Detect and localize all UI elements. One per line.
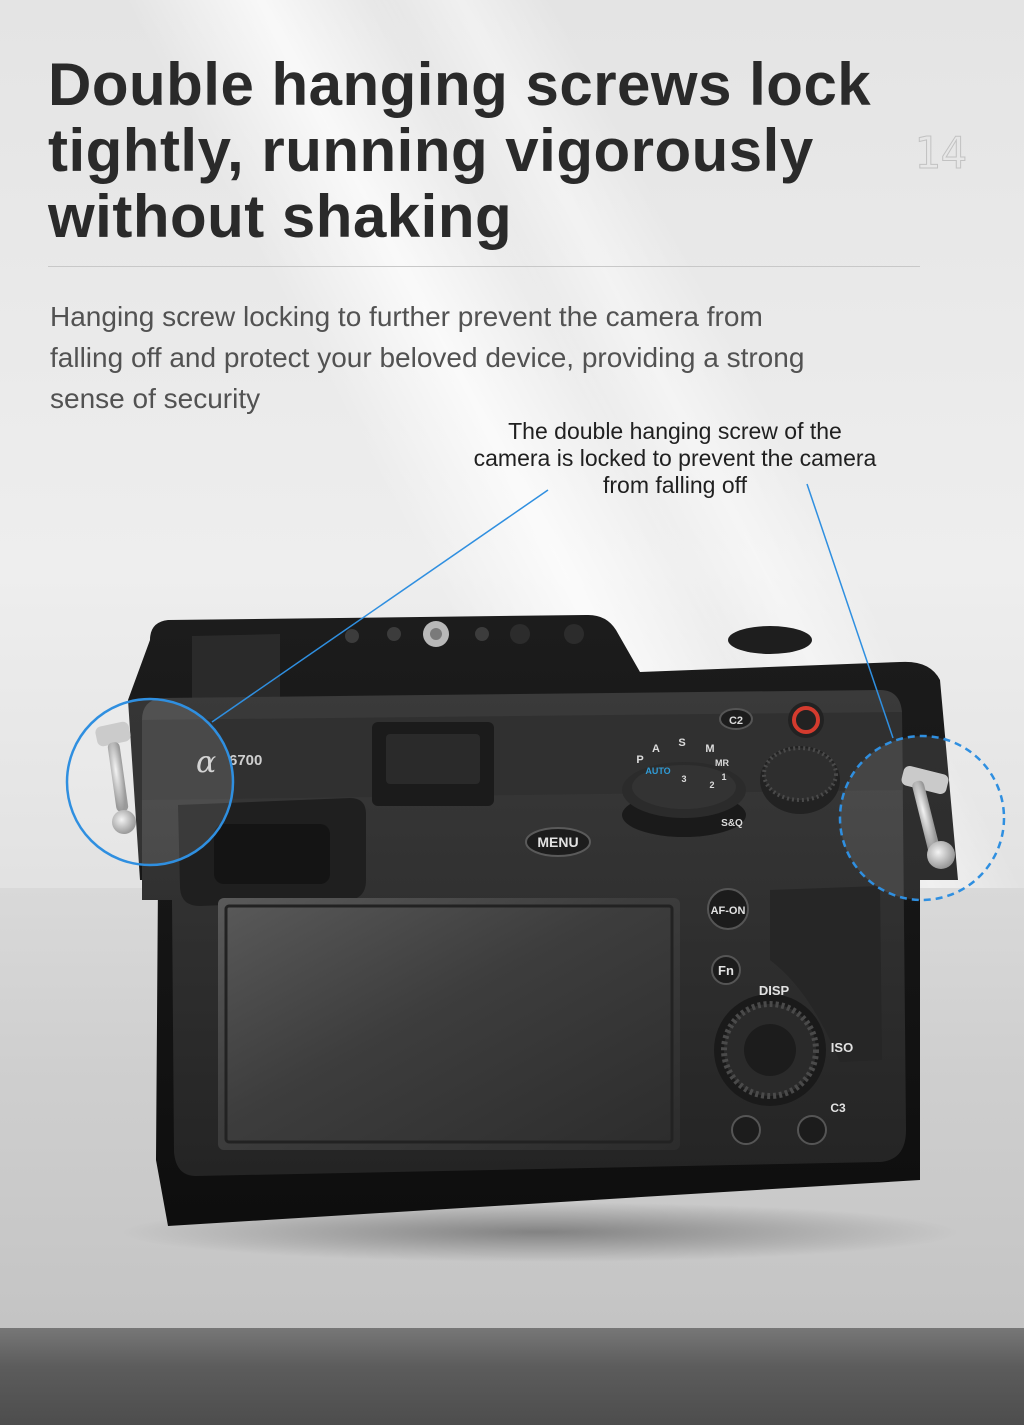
- mode-s-label: S: [678, 737, 685, 749]
- mode-m-label: M: [705, 743, 714, 755]
- mode-1-label: 1: [721, 772, 726, 782]
- mode-a-label: A: [652, 743, 660, 755]
- rear-lcd-screen: [218, 898, 680, 1150]
- title-divider: [48, 266, 920, 267]
- c2-button-shape: [719, 708, 753, 730]
- c3-button-label: C3: [830, 1101, 846, 1115]
- model-label: 6700: [229, 752, 262, 769]
- mode-mr-label: MR: [715, 758, 729, 768]
- mode-knob: [728, 626, 812, 654]
- mode-p-label: P: [636, 754, 643, 766]
- trash-icon: [797, 1115, 827, 1145]
- alpha-logo: α: [196, 745, 216, 780]
- page-number: 14: [914, 128, 968, 180]
- mode-dial: [622, 762, 746, 837]
- menu-button-label: MENU: [537, 834, 578, 850]
- rear-control-wheel: [714, 994, 826, 1106]
- af-on-button-label: AF-ON: [711, 905, 746, 917]
- right-zoom-circle: [838, 734, 1006, 902]
- left-hanging-screw: [95, 721, 136, 834]
- menu-button-shape: [525, 827, 591, 857]
- callout-line-left: [211, 489, 549, 723]
- mode-auto-label: AUTO: [645, 766, 670, 776]
- playback-button: [731, 1115, 761, 1145]
- feature-description: Hanging screw locking to further prevent…: [50, 301, 805, 414]
- sq-label: S&Q: [721, 818, 743, 829]
- af-on-button-shape: [707, 888, 749, 930]
- callout-label: The double hanging screw of the camera i…: [473, 418, 877, 498]
- page-title: Double hanging screws lock tightly, runn…: [48, 51, 872, 250]
- fn-button-label: Fn: [718, 963, 734, 978]
- c2-button-label: C2: [729, 715, 743, 727]
- iso-label: ISO: [831, 1040, 853, 1055]
- record-button: [792, 706, 820, 734]
- mode-3-label: 3: [681, 774, 686, 784]
- right-hanging-screw: [901, 766, 955, 869]
- left-zoom-circle: [65, 697, 235, 867]
- grip: [770, 886, 882, 1062]
- mode-2-label: 2: [709, 780, 714, 790]
- disp-label: DISP: [759, 983, 790, 998]
- cage-mounting-holes: [345, 621, 584, 647]
- callout-line-right: [806, 483, 894, 739]
- cage-cutout: [192, 634, 280, 714]
- front-dial: [760, 746, 840, 814]
- shadow: [120, 1202, 960, 1262]
- fn-button-shape: [711, 955, 741, 985]
- floor-band: [0, 1328, 1024, 1425]
